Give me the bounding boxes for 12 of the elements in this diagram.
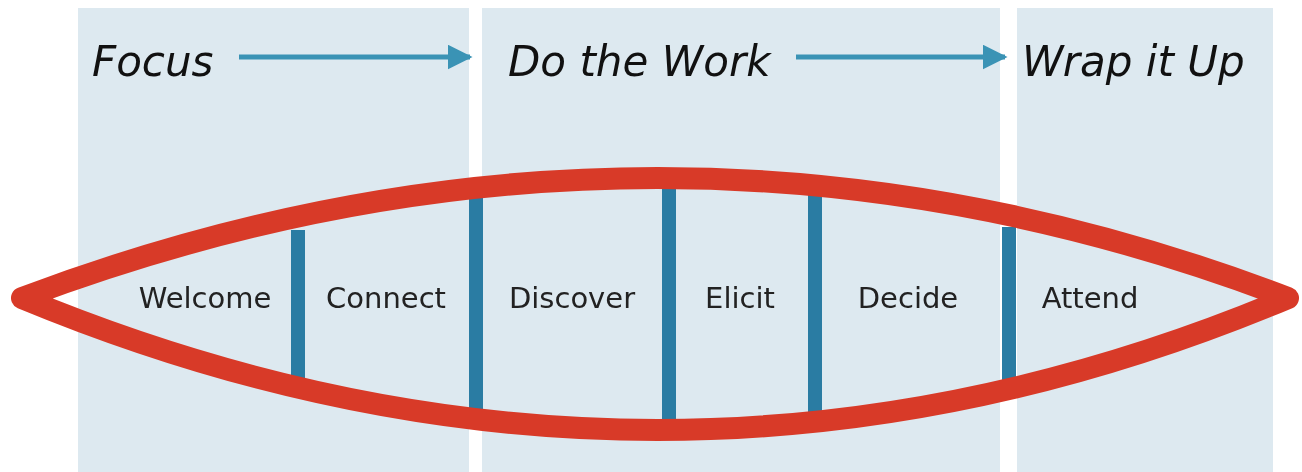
step-label: Discover bbox=[508, 280, 636, 316]
stage-panel bbox=[1017, 8, 1273, 472]
stage-heading: Wrap it Up bbox=[1022, 36, 1245, 88]
stage-heading: Focus bbox=[92, 36, 214, 88]
arrow bbox=[796, 44, 1008, 70]
arrow bbox=[239, 44, 473, 70]
step-label: Decide bbox=[857, 280, 959, 316]
step-label: Elicit bbox=[705, 280, 775, 316]
stage-heading: Do the Work bbox=[508, 36, 771, 88]
step-label: Welcome bbox=[138, 280, 272, 316]
step-label: Connect bbox=[326, 280, 446, 316]
step-label: Attend bbox=[1041, 280, 1139, 316]
